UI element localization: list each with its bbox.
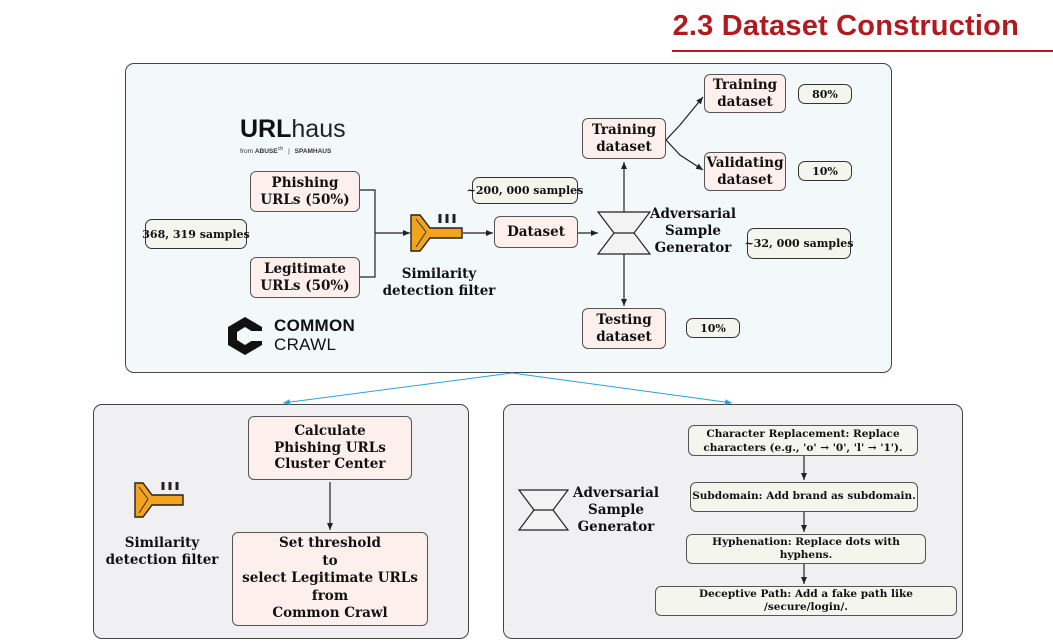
training-percent-text: 80% xyxy=(812,87,838,101)
common-crawl-logo-text: COMMON CRAWL xyxy=(274,316,355,354)
gen-step3-text: Hyphenation: Replace dots with hyphens. xyxy=(712,535,900,561)
testing-percent-text: 10% xyxy=(700,321,726,335)
urlhaus-logo-light: haus xyxy=(291,115,346,143)
legitimate-line2: URLs (50%) xyxy=(260,277,350,294)
filter-detail-icon xyxy=(134,482,184,518)
step2-line4: from xyxy=(311,587,349,604)
valid-split-line2: dataset xyxy=(717,171,773,188)
training-line2: dataset xyxy=(596,138,652,155)
character-replacement-step: Character Replacement: Replace character… xyxy=(688,425,918,456)
subdomain-step: Subdomain: Add brand as subdomain. xyxy=(690,482,918,512)
valid-split-line1: Validating xyxy=(706,154,784,171)
train-split-line1: Training xyxy=(712,76,778,93)
filter-label-line1: Similarity xyxy=(401,266,477,282)
hyphenation-step: Hyphenation: Replace dots with hyphens. xyxy=(686,534,926,564)
training-percent-badge: 80% xyxy=(798,84,852,104)
step2-line5: Common Crawl xyxy=(272,605,388,622)
filter-label: Similarity detection filter xyxy=(380,266,498,300)
validating-percent-badge: 10% xyxy=(798,161,852,181)
filter-detail-label: Similarity detection filter xyxy=(103,535,221,569)
total-samples-badge: 368, 319 samples xyxy=(142,219,250,249)
gen-step4-text: Deceptive Path: Add a fake path like /se… xyxy=(698,587,913,613)
gen-step2-text: Subdomain: Add brand as subdomain. xyxy=(692,490,916,503)
total-samples-text: 368, 319 samples xyxy=(142,227,250,241)
testing-percent-badge: 10% xyxy=(686,318,740,338)
title-underline xyxy=(672,50,1053,52)
threshold-step: Set threshold to select Legitimate URLs … xyxy=(232,532,428,626)
phishing-line1: Phishing xyxy=(271,174,339,191)
validating-percent-text: 10% xyxy=(812,164,838,178)
urlhaus-ch: ch xyxy=(277,146,284,152)
training-line1: Training xyxy=(591,121,657,138)
urlhaus-logo: URLhaus from ABUSEch | SPAMHAUS xyxy=(240,115,346,156)
generator-icon xyxy=(596,211,652,255)
filter-icon xyxy=(410,214,463,252)
testing-line2: dataset xyxy=(596,328,652,345)
filter-label-line2: detection filter xyxy=(382,282,496,299)
step1-line2: Phishing URLs xyxy=(274,439,386,456)
connector-to-filter-panel xyxy=(282,372,513,406)
adversarial-samples-badge: ~32, 000 samples xyxy=(744,228,854,259)
urlhaus-abuse: ABUSE xyxy=(254,148,278,156)
urlhaus-logo-bold: URL xyxy=(240,115,292,143)
arrow-to-train-split xyxy=(665,96,704,141)
common-crawl-line1: COMMON xyxy=(274,316,356,335)
connector-to-generator-panel xyxy=(511,372,733,406)
phishing-line2: URLs (50%) xyxy=(260,191,350,208)
generator-label: Adversarial Sample Generator xyxy=(646,206,740,257)
step1-line1: Calculate xyxy=(294,422,366,439)
arrow-to-valid-split xyxy=(665,139,704,171)
dataset-text: Dataset xyxy=(507,223,565,240)
generator-line2: Sample xyxy=(665,223,721,239)
dataset-node: Dataset xyxy=(494,216,578,248)
merge-bracket xyxy=(360,189,376,278)
generator-detail-line1: Adversarial xyxy=(573,485,659,501)
train-split-line2: dataset xyxy=(717,93,773,110)
generator-detail-icon xyxy=(517,489,570,531)
common-crawl-logo-icon xyxy=(228,317,264,355)
adversarial-samples-text: ~32, 000 samples xyxy=(744,237,854,250)
generator-line1: Adversarial xyxy=(650,206,736,222)
generator-line3: Generator xyxy=(654,240,732,256)
testing-line1: Testing xyxy=(596,311,652,328)
generator-detail-label: Adversarial Sample Generator xyxy=(568,485,664,536)
legitimate-line1: Legitimate xyxy=(264,260,346,277)
dataset-samples-badge: ~200, 000 samples xyxy=(467,177,583,204)
page-title: 2.3 Dataset Construction xyxy=(672,10,1019,42)
step2-line3: select Legitimate URLs xyxy=(242,570,418,587)
urlhaus-spamhaus: SPAMHAUS xyxy=(294,148,332,156)
generator-detail-line2: Sample xyxy=(588,502,644,518)
common-crawl-line2: CRAWL xyxy=(274,335,337,354)
dataset-samples-text: ~200, 000 samples xyxy=(466,184,584,197)
cluster-center-step: Calculate Phishing URLs Cluster Center xyxy=(248,416,412,480)
step2-line1: Set threshold xyxy=(278,535,381,552)
step2-line2: to xyxy=(322,552,338,569)
filter-detail-line2: detection filter xyxy=(105,551,219,568)
filter-detail-line1: Similarity xyxy=(124,535,200,551)
gen-step1-line1: Character Replacement: Replace xyxy=(706,427,900,440)
step1-line3: Cluster Center xyxy=(274,456,386,473)
gen-step1-line2: characters (e.g., 'o' → '0', 'l' → '1'). xyxy=(703,441,903,454)
generator-detail-line3: Generator xyxy=(577,519,655,535)
urlhaus-from: from xyxy=(240,148,253,156)
deceptive-path-step: Deceptive Path: Add a fake path like /se… xyxy=(655,586,957,616)
